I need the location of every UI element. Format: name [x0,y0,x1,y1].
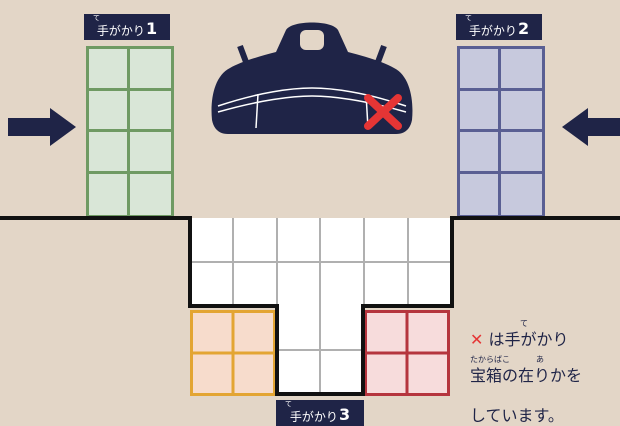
note-line-1-ruby: て [520,319,528,328]
clue-2-tag: て 手がかり 2 [456,14,542,40]
green-cell [89,173,130,215]
note-line-3-text: しています。 [470,406,564,425]
green-cell [89,90,130,132]
blue-cell [501,91,542,132]
clue-1-green-grid [86,46,174,218]
clue-3-ruby: て [285,400,292,408]
note-line-2: たからばこ あ 宝箱の在りかを [470,355,583,386]
green-cell [89,49,130,91]
green-cell [130,49,171,91]
clue-1-tag: て 手がかり 1 [84,14,170,40]
blue-cell [460,49,501,91]
clue-2-number: 2 [517,19,530,38]
arrow-left-icon [562,108,620,146]
clue-2-blue-grid [457,46,545,218]
green-cell [89,132,130,174]
clue-3-number: 3 [338,405,351,424]
blue-cell [501,49,542,91]
clue-2-label: 手がかり [468,24,517,38]
note-line-1: て ✕ は手がかり [470,319,569,350]
blue-cell [460,90,501,132]
note-cross-mark: ✕ [470,330,484,349]
clue-1-label: 手がかり [96,24,145,38]
note-line-2-text: 宝箱の在りかを [470,366,583,385]
cross-mark-icon [364,94,402,130]
green-cell [130,91,171,132]
note-line-2-ruby-a: たからばこ [470,355,510,364]
note-line-3: しています。 [470,402,564,426]
note-line-1-text: は手がかり [488,330,569,349]
clue-1-ruby: て [93,14,100,22]
clue-1-number: 1 [145,19,158,38]
note-line-2-ruby-b: あ [536,355,544,364]
blue-cell [460,173,501,215]
clue-2-ruby: て [465,14,472,22]
arrow-right-icon [8,108,76,146]
blue-cell [501,132,542,174]
clue-3-label: 手がかり [289,410,338,424]
green-cell [130,132,171,174]
blue-cell [460,132,501,174]
clue-3-tag: て 手がかり 3 [276,400,364,426]
